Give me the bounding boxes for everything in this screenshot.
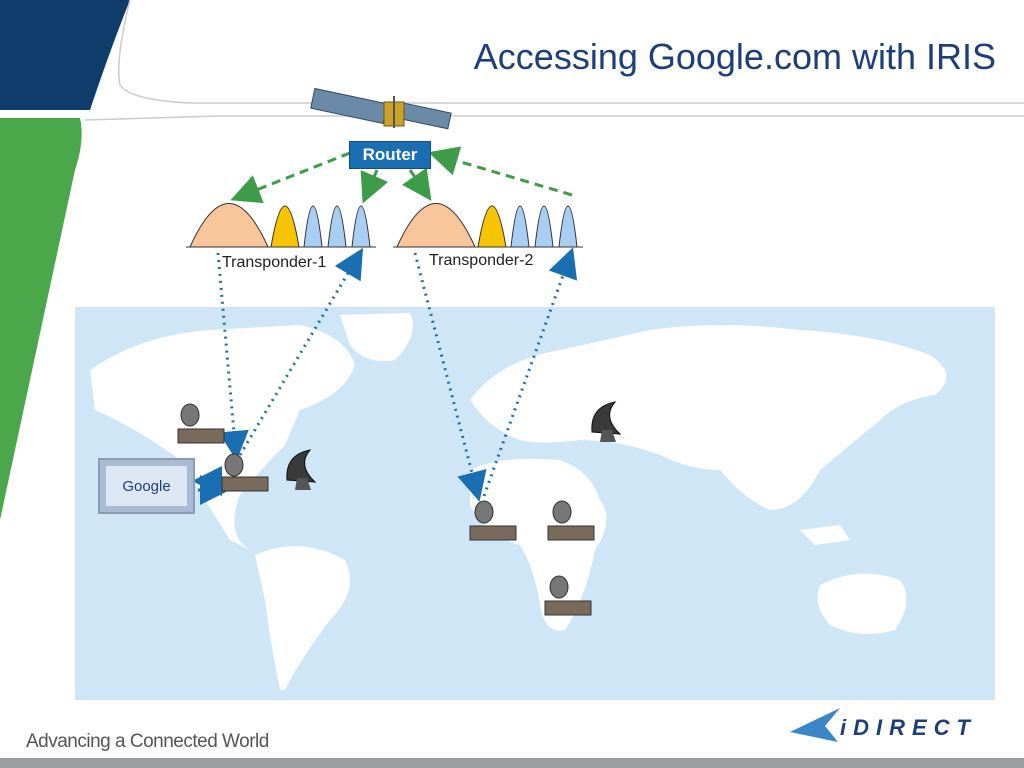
satellite-paths	[216, 247, 578, 502]
world-map	[75, 307, 995, 700]
transponder-2-carriers	[393, 203, 583, 248]
transponder-1-label: Transponder-1	[222, 254, 327, 271]
modem-icon	[469, 525, 517, 541]
remote-site-2	[221, 453, 269, 492]
company-logo: iDIRECT	[840, 715, 977, 740]
dish-icon	[224, 453, 244, 477]
band-curve	[84, 115, 1024, 121]
arrow-icon	[790, 708, 840, 742]
router-links	[230, 146, 573, 204]
router-box: Router	[349, 141, 431, 169]
google-label: Google	[122, 477, 171, 495]
dish-icon	[549, 575, 569, 599]
modem-icon	[221, 476, 269, 492]
dish-icon	[591, 401, 622, 435]
modem-icon	[547, 525, 595, 541]
google-link	[192, 466, 230, 505]
dish-icon	[286, 449, 317, 483]
transponder-1-carriers	[186, 203, 376, 248]
slide-title: Accessing Google.com with IRIS	[473, 36, 996, 77]
hub-antenna-1	[286, 449, 317, 490]
remote-site-5	[544, 575, 592, 616]
dish-icon	[552, 500, 572, 524]
hub-antenna-2	[591, 401, 622, 442]
remote-site-4	[547, 500, 595, 541]
remote-site-3	[469, 500, 517, 541]
remote-site-1	[177, 403, 225, 444]
green-band	[0, 118, 82, 520]
footer-tagline: Advancing a Connected World	[26, 731, 269, 752]
modem-icon	[177, 428, 225, 444]
modem-icon	[544, 600, 592, 616]
navy-corner	[0, 0, 130, 110]
dish-icon	[474, 500, 494, 524]
google-server-box: Google	[98, 458, 195, 514]
satellite-icon	[310, 87, 452, 130]
footer-bar	[0, 758, 1024, 768]
header-curve	[118, 0, 1024, 104]
dish-icon	[180, 403, 200, 427]
transponder-2-label: Transponder-2	[429, 252, 534, 269]
